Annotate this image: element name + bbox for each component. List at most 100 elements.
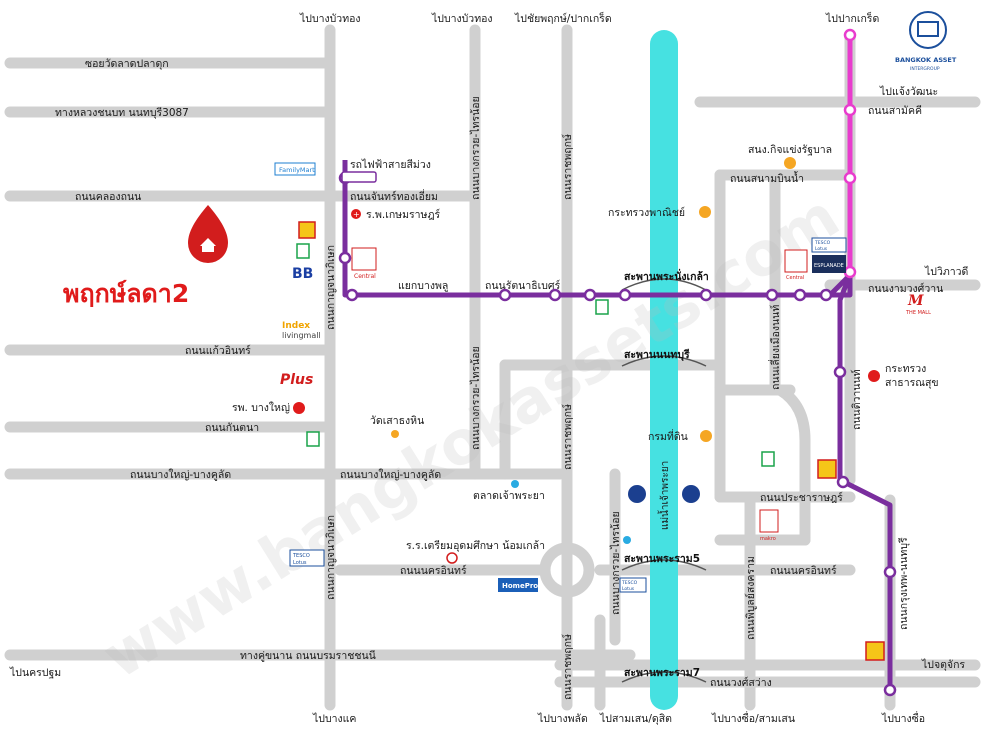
makro-label: makro (760, 536, 776, 542)
poi-dot-icon (700, 430, 712, 442)
dir-bangbuathong-2: ไปบางบัวทอง (431, 12, 493, 25)
label-public-health-1: กระทรวง (885, 363, 926, 375)
hospital-icon (293, 402, 305, 414)
c-store-icon (298, 221, 316, 239)
dir-nakhonpathom: ไปนครปฐม (9, 666, 61, 679)
label-kanchanaphisek-2: ถนนกาญจนาภิเษก (325, 515, 337, 600)
home-icon (200, 238, 216, 252)
label-election: สนง.กิจแข่งรัฐบาล (748, 144, 832, 156)
poi-dot-icon (784, 157, 796, 169)
bb-label: BB (292, 266, 313, 282)
station (618, 288, 632, 302)
label-kaew-in: ถนนแก้วอินทร์ (185, 344, 251, 357)
label-pracharat: ถนนประชาราษฎร์ (760, 491, 843, 504)
label-ngamwongwan: ถนนงามวงศ์วาน (868, 282, 943, 295)
pois: รถไฟฟ้าสายสีม่วง + ร.พ.เกษมราษฎร์ Family… (232, 144, 939, 661)
brand-house-icon (917, 21, 939, 37)
project-marker: พฤกษ์ลดา2 (63, 205, 228, 308)
seven-eleven-icon (761, 451, 775, 467)
dir-bangsue-samsen: ไปบางซื่อ/สามเสน (711, 711, 795, 725)
label-wongsawang: ถนนวงศ์สว่าง (710, 676, 772, 689)
station (836, 475, 850, 489)
dir-bangsue: ไปบางซื่อ (881, 711, 925, 725)
road-curve-east (774, 384, 811, 546)
project-name: พฤกษ์ลดา2 (63, 279, 189, 308)
label-samakkhi: ถนนสามัคคี (868, 104, 922, 117)
label-highway-3087: ทางหลวงชนบท นนทบุรี3087 (55, 106, 189, 119)
seven-eleven-icon (595, 299, 609, 315)
brand-logo: BANGKOK ASSET INTERGROUP (895, 11, 957, 72)
the-mall-label: THE MALL (905, 310, 931, 316)
water-icon (623, 536, 631, 544)
label-kanchana-borom: ทางคู่ขนาน ถนนบรมราชชนนี (240, 649, 376, 662)
label-khlong-thanon: ถนนคลองถนน (75, 191, 141, 203)
label-land-dept: กรมที่ดิน (648, 429, 688, 443)
index-label: Index (282, 321, 310, 331)
label-bang-phlu: แยกบางพลู (398, 280, 448, 292)
ferry-icon (628, 485, 646, 503)
purple-line-track-east (828, 272, 893, 690)
station (843, 28, 857, 42)
lotus-label: Lotus (293, 560, 307, 566)
station (883, 565, 897, 579)
bridge-rama7-label: สะพานพระราม7 (624, 667, 700, 679)
location-pin-icon (188, 205, 228, 263)
tesco-logo-icon (811, 237, 847, 253)
tesco-logo-icon (289, 549, 325, 567)
tesco-3-label: TESCO (814, 240, 831, 246)
hospital-cross-icon: + (353, 210, 360, 219)
label-nakhon-in-2: ถนนนครอินทร์ (770, 564, 837, 577)
label-kanchanaphisek-1: ถนนกาญจนาภิเษก (325, 245, 337, 330)
label-bangkruai-sainoi-3: ถนนบางกรวย-ไทรน้อย (609, 511, 622, 615)
road-labels: ซอยวัดลาดปลาดุก ทางหลวงชนบท นนทบุรี3087 … (55, 58, 943, 700)
mrt-logo-icon (341, 171, 377, 183)
station (345, 288, 359, 302)
familymart-logo-icon (274, 162, 316, 176)
label-talad: ตลาดเจ้าพระยา (473, 490, 545, 502)
bridge-rama7 (621, 671, 707, 683)
station (583, 288, 597, 302)
direction-labels: ไปบางบัวทอง ไปบางบัวทอง ไปชัยพฤกษ์/ปากเก… (9, 11, 968, 725)
brand-sub: INTERGROUP (910, 66, 940, 72)
bridge-phranangklao (621, 278, 707, 291)
dir-viphavadi: ไปวิภาวดี (924, 265, 968, 278)
temple-icon (391, 430, 399, 438)
c-store-icon (817, 459, 837, 479)
chao-phraya-river (650, 30, 678, 710)
pink-stations (843, 28, 857, 279)
tesco-2-label: TESCO (621, 580, 638, 586)
brand-emblem-icon (909, 11, 947, 49)
river-label: แม่น้ำเจ้าพระยา (657, 461, 671, 530)
school-icon (446, 552, 458, 564)
central-2-label: Central (786, 275, 804, 281)
esplanade-label: ESPLANADE (814, 263, 844, 269)
station (843, 265, 857, 279)
label-pibulsongkram: ถนนพิบูลย์สงคราม (744, 556, 757, 640)
homepro-logo-icon (498, 578, 538, 592)
station (793, 288, 807, 302)
label-wat: วัดเสาธงหิน (370, 415, 424, 427)
station (819, 288, 833, 302)
road-network (4, 24, 981, 711)
label-bangyai-2: ถนนบางใหญ่-บางคูลัด (340, 468, 441, 481)
bridges: สะพานพระนั่งเกล้า สะพานนนทบุรี สะพานพระร… (621, 268, 709, 683)
central-label: Central (354, 273, 376, 280)
label-ratchapruek-1: ถนนราชพฤกษ์ (561, 134, 574, 200)
the-mall-icon: M (907, 293, 924, 309)
station (338, 251, 352, 265)
central-logo-icon (784, 249, 808, 273)
label-krung-non: ถนนกรุงเทพ-นนทบุรี (897, 537, 910, 630)
station (883, 683, 897, 697)
hospital-icon (351, 209, 361, 219)
label-purple-line: รถไฟฟ้าสายสีม่วง (350, 158, 431, 171)
homepro-label: HomePro (502, 582, 538, 590)
brand-name: BANGKOK ASSET (895, 56, 957, 64)
station (765, 288, 779, 302)
station (498, 288, 512, 302)
label-bangkruai-sainoi-2: ถนนบางกรวย-ไทรน้อย (469, 346, 482, 450)
label-chan-thongiam: ถนนจันทร์ทองเอี่ยม (350, 189, 438, 203)
tesco-logo-icon (619, 577, 647, 593)
label-sanambinnam: ถนนสนามบินน้ำ (730, 171, 804, 185)
label-rattanathibet: ถนนรัตนาธิเบศร์ (485, 279, 561, 292)
familymart-label: FamilyMart (279, 166, 315, 174)
